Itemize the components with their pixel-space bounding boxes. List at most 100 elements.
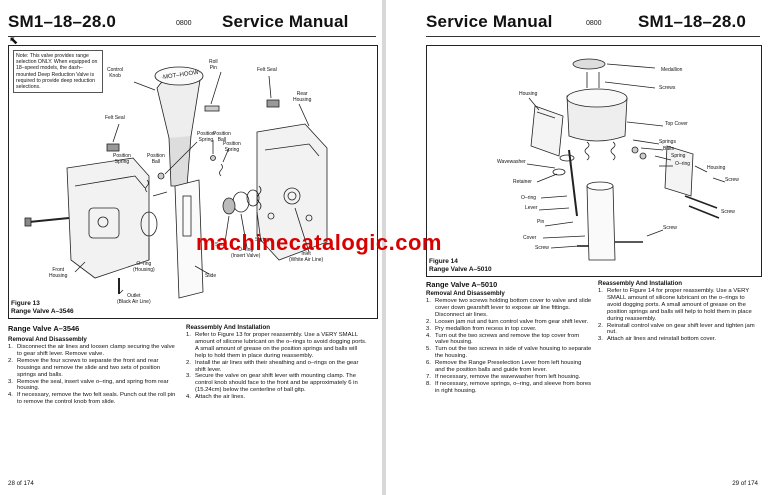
label-screw-b: Screw [721, 209, 735, 215]
label-slide: Slide [205, 273, 217, 279]
label-position-spring-b: Position Spring [197, 131, 215, 143]
label-felt-seal-left: Felt Seal [105, 115, 125, 121]
step-item: 4. If necessary, remove the two felt seal… [8, 392, 176, 406]
step-item: 2. Remove the four screws to separate the… [8, 358, 176, 379]
step-text: Secure the valve on gear shift lever wit… [195, 373, 358, 394]
figure-14-exploded-view [526, 58, 726, 261]
removal-title-left: Removal And Disassembly [8, 336, 87, 343]
figure-13-note: Note: This valve provides range selectio… [13, 50, 103, 94]
step-number: 4. [426, 332, 431, 339]
label-housing-b: Housing [707, 165, 726, 171]
step-item: 3. Remove the seal, insert valve o–ring, … [8, 379, 176, 393]
left-page: SM1–18–28.0 0800 Service Manual ⬉ [0, 0, 382, 495]
step-text: Remove the seal, insert valve o–ring, an… [17, 378, 169, 392]
reassembly-title-right: Reassembly And Installation [598, 280, 683, 287]
page-number-left: 28 of 174 [8, 480, 34, 487]
label-springs: Springs [659, 139, 676, 145]
label-outlet: Outlet (Black Air Line) [117, 293, 151, 305]
label-rear-housing: Rear Housing [293, 91, 312, 103]
watermark: machinecatalogic.com [196, 230, 442, 255]
label-felt-seal-top: Felt Seal [257, 67, 277, 73]
step-number: 3. [186, 373, 191, 380]
label-roll-pin: Roll Pin [209, 59, 218, 71]
label-wavewasher: Wavewasher [497, 159, 526, 165]
label-seal: Seal [215, 242, 226, 248]
step-item: 1.Remove two screws holding bottom cover… [426, 298, 592, 319]
label-oring-insert: O–ring (Insert Valve) [231, 247, 261, 259]
step-number: 7. [426, 373, 431, 380]
label-pin: Pin [537, 219, 545, 225]
step-item: 4.Attach the air lines. [186, 394, 368, 401]
step-text: If necessary, remove springs, o–ring, an… [435, 380, 592, 394]
step-item: 2.Reinstall control valve on gear shift … [598, 323, 760, 337]
revision-code-left: 0800 [176, 20, 192, 27]
step-text: Remove the four screws to separate the f… [17, 357, 161, 378]
step-item: 4. Turn out the two screws and remove the… [426, 333, 592, 347]
figure-14-box: Medallion Screws Housing Top Cover Sprin… [426, 45, 762, 277]
step-number: 3. [426, 325, 431, 332]
figure-14-caption: Figure 14 Range Valve A–5010 [429, 258, 492, 274]
label-balls: Balls [663, 146, 674, 152]
figure-14-number: Figure 14 [429, 258, 458, 265]
step-item: 5.Turn out the two screws in side of val… [426, 346, 592, 360]
manual-title-right: Service Manual [426, 12, 553, 31]
label-retainer: Retainer [513, 179, 532, 185]
step-text: Attach air lines and reinstall bottom co… [607, 336, 717, 343]
section-title-left: Range Valve A–3546 [8, 324, 80, 333]
section-title-right: Range Valve A–5010 [426, 280, 498, 289]
removal-steps-left: 1.Disconnect the air lines and loosen cl… [8, 344, 176, 406]
label-medallion: Medallion [661, 67, 683, 73]
step-number: 1. [426, 298, 431, 304]
step-number: 2. [426, 318, 431, 325]
step-text: Loosen jam nut and turn control valve fr… [435, 318, 589, 325]
step-text: Remove the Range Preselection Lever from… [435, 360, 582, 374]
step-text: Refer to Figure 13 for proper reassembly… [195, 332, 367, 359]
label-position-ball-b: Position Ball [213, 131, 231, 143]
step-item: 1.Refer to Figure 13 for proper reassemb… [186, 332, 368, 360]
label-screws: Screws [659, 85, 676, 91]
step-text: Pry medallion from recess in top cover. [435, 325, 537, 332]
step-text: If necessary, remove the two felt seals.… [17, 392, 176, 406]
label-cover: Cover [523, 235, 537, 241]
manual-title-left: Service Manual [222, 12, 349, 31]
step-text: Install the air lines with their sheathi… [195, 359, 359, 373]
label-control-knob: Control Knob [107, 67, 124, 79]
label-position-spring-a: Position Spring [113, 153, 131, 165]
step-number: 3. [598, 336, 603, 343]
step-text: If necessary, remove the wavewasher from… [435, 373, 581, 380]
reassembly-steps-right: 1. Refer to Figure 14 for proper reassemb… [598, 288, 760, 343]
step-item: 7. If necessary, remove the wavewasher fr… [426, 374, 592, 381]
step-number: 2. [186, 359, 191, 366]
label-housing: Housing [519, 91, 538, 97]
figure-13-caption: Figure 13 Range Valve A–3546 [11, 300, 74, 316]
step-number: 5. [426, 346, 431, 353]
header-rule-right [426, 36, 760, 37]
label-screw-a: Screw [725, 177, 739, 183]
label-front-housing: Front Housing [49, 267, 68, 279]
step-text: Attach the air lines. [195, 394, 246, 401]
step-number: 2. [8, 357, 13, 364]
step-item: 2. Install the air lines with their sheat… [186, 360, 368, 374]
label-position-ball-a: Position Ball [147, 153, 165, 165]
figure-13-title: Range Valve A–3546 [11, 308, 74, 315]
label-top-cover: Top Cover [665, 121, 688, 127]
page-gutter [382, 0, 386, 495]
step-number: 4. [8, 392, 13, 399]
reassembly-title-left: Reassembly And Installation [186, 324, 271, 331]
figure-14-title: Range Valve A–5010 [429, 266, 492, 273]
label-screw-c: Screw [535, 245, 549, 251]
document-code-right: SM1–18–28.0 [638, 12, 747, 31]
step-number: 1. [598, 288, 603, 294]
step-number: 1. [8, 344, 13, 350]
step-item: 8. If necessary, remove springs, o–ring, … [426, 381, 592, 395]
step-text: Refer to Figure 14 for proper reassembly… [607, 288, 752, 322]
step-number: 3. [8, 378, 13, 385]
step-text: Turn out the two screws and remove the t… [435, 332, 580, 346]
reassembly-steps-left: 1.Refer to Figure 13 for proper reassemb… [186, 332, 368, 401]
revision-code-right: 0800 [586, 20, 602, 27]
label-position-spring-c: Position Spring [223, 141, 241, 153]
label-screw-d: Screw [663, 225, 677, 231]
step-number: 2. [598, 322, 603, 329]
figure-13-box: ·MOT–HOOW· Note: This valve provides ran… [8, 45, 378, 319]
step-number: 8. [426, 380, 431, 387]
